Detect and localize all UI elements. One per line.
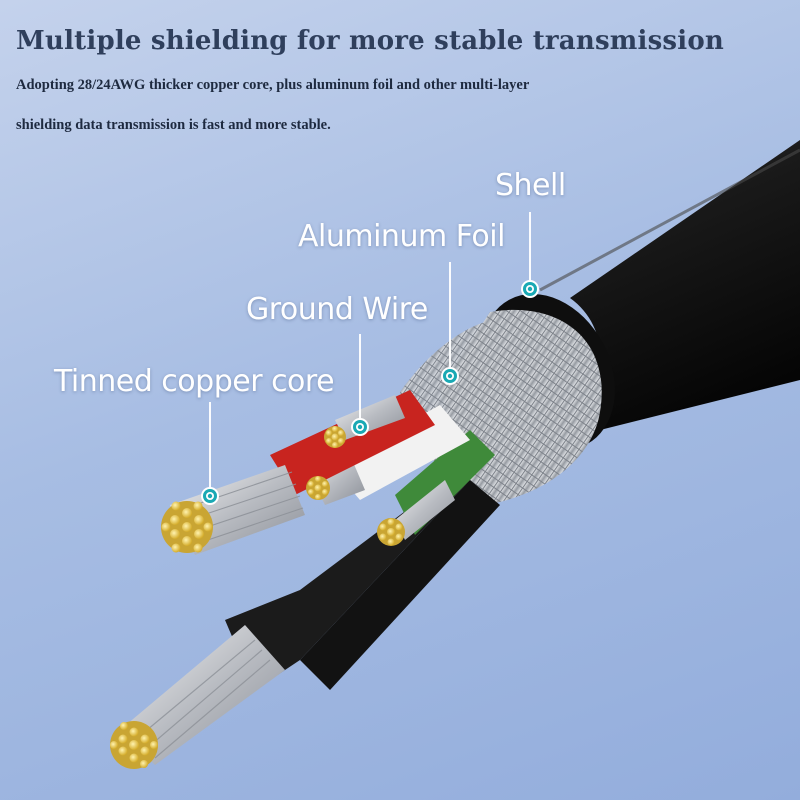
callout-ground-wire: Ground Wire (246, 292, 428, 327)
marker-tinned-copper-core-icon (201, 487, 219, 505)
tinned-core-end-black (110, 721, 158, 769)
marker-shell-icon (521, 280, 539, 298)
marker-aluminum-foil-icon (441, 367, 459, 385)
callout-tinned-copper-core: Tinned copper core (54, 364, 335, 399)
marker-ground-wire-icon (351, 418, 369, 436)
description-line-2: shielding data transmission is fast and … (16, 117, 331, 133)
tinned-core-end-white (306, 476, 330, 500)
tinned-core-end-main (161, 501, 213, 553)
tinned-core-end-red (324, 426, 346, 448)
tinned-core-end-green (377, 518, 405, 546)
callout-aluminum-foil: Aluminum Foil (298, 219, 505, 254)
green-wire (395, 430, 495, 540)
description-line-1: Adopting 28/24AWG thicker copper core, p… (16, 77, 530, 93)
headline: Multiple shielding for more stable trans… (16, 26, 724, 56)
callout-shell: Shell (495, 168, 566, 203)
